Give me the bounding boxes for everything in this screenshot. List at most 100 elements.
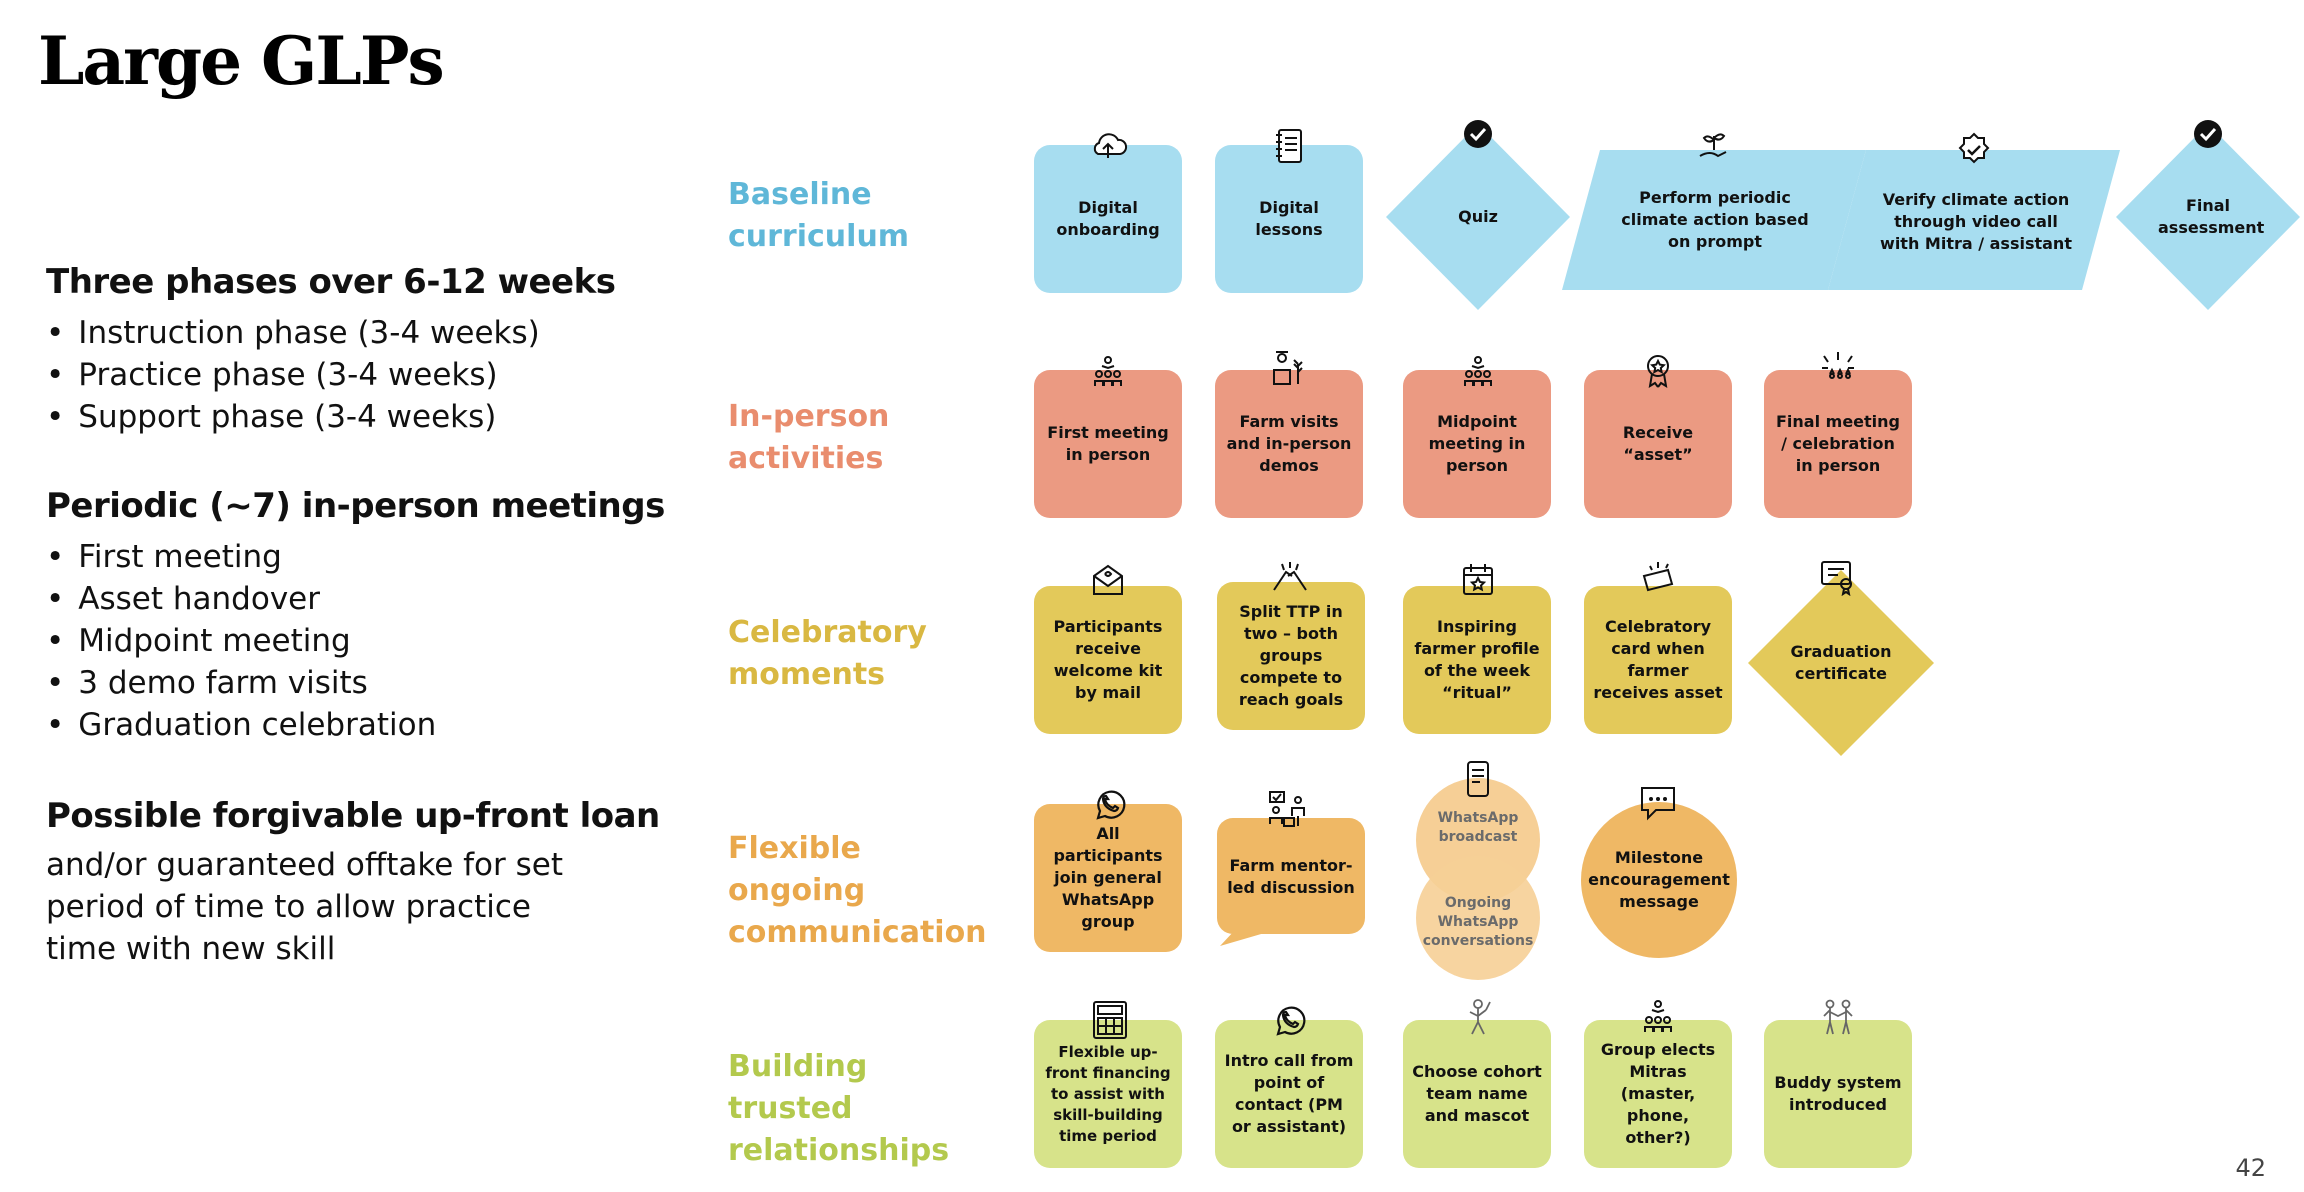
list-item: Practice phase (3-4 weeks) [46,354,615,396]
mentor-icon [1269,791,1305,827]
row-label-baseline: Baseline curriculum [728,177,910,254]
card-label: Quiz [1458,207,1498,226]
verify-parallelogram [1828,150,2120,290]
ongoing-conversations-node: Ongoing WhatsApp conversations [1418,886,1538,958]
checkmark-icon [1464,120,1492,148]
card-label: Verify climate action through video call… [1880,190,2072,253]
envelope-icon [1093,564,1123,595]
card-label: Final meeting / celebration in person [1775,412,1900,475]
cloud-upload-icon [1093,133,1128,158]
card-label: Milestone encouragement message [1588,848,1730,911]
meetings-section: Periodic (~7) in-person meetings First m… [46,486,665,746]
loan-text: and/or guaranteed offtake for set period… [46,847,563,967]
card-label: Ongoing WhatsApp conversations [1422,894,1534,949]
notebook-icon [1276,129,1302,163]
financing-card: Flexible up-front financing to assist wi… [1034,1020,1182,1168]
card-label: Farm mentor-led discussion [1227,856,1355,897]
phone-icon [1467,761,1489,797]
meetings-heading: Periodic (~7) in-person meetings [46,486,665,526]
split-ttp-card: Split TTP in two – both groups compete t… [1217,582,1365,730]
milestone-circle [1581,802,1737,958]
speech-bubble [1217,818,1365,934]
final-assessment-node: Final assessment [2140,180,2276,254]
group-icon [1644,1000,1672,1032]
phases-heading: Three phases over 6-12 weeks [46,262,616,302]
digital-onboarding-card: Digital onboarding [1034,145,1182,293]
farm-icon [1273,351,1303,385]
buddy-icon [1823,999,1853,1035]
list-item: 3 demo farm visits [46,662,665,704]
climate-action-node: Perform periodic climate action based on… [1600,180,1830,260]
card-label: Flexible up-front financing to assist wi… [1045,1042,1171,1145]
verified-badge-icon [1958,132,1990,164]
intro-call-card: Intro call from point of contact (PM or … [1215,1020,1363,1168]
whatsapp-icon [1096,790,1126,820]
milestone-node: Milestone encouragement message [1588,840,1730,920]
quiz-node: Quiz [1398,180,1558,254]
card-label: Final assessment [2158,196,2265,237]
card-label: First meeting in person [1047,423,1169,464]
row-label-flexible: Flexible ongoing communication [728,831,987,950]
final-meeting-card: Final meeting / celebration in person [1764,370,1912,518]
card-label: Graduation certificate [1790,642,1892,683]
midpoint-meeting-card: Midpoint meeting in person [1403,370,1551,518]
phases-section: Three phases over 6-12 weeks Instruction… [46,262,616,438]
quiz-diamond [1386,124,1570,310]
page-title: Large GLPs [38,22,445,100]
row-label-trusted: Building trusted relationships [728,1049,950,1168]
card-label: Perform periodic climate action based on… [1621,188,1809,251]
group-icon [1094,356,1122,386]
first-meeting-card: First meeting in person [1034,370,1182,518]
page-number: 42 [2235,1154,2266,1182]
whatsapp-group-card: All participants join general WhatsApp g… [1034,804,1182,952]
mascot-icon [1469,999,1491,1035]
card-label: Choose cohort team name and mascot [1412,1062,1542,1125]
plant-hand-icon [1699,133,1727,158]
card-label: Digital onboarding [1056,198,1160,239]
loan-section: Possible forgivable up-front loan and/or… [46,796,660,970]
card-label: Split TTP in two – both groups compete t… [1238,602,1344,709]
farm-visits-card: Farm visits and in-person demos [1215,370,1363,518]
card-label: Inspiring farmer profile of the week “ri… [1414,617,1540,702]
list-item: Midpoint meeting [46,620,665,662]
celebration-icon [1822,352,1854,379]
climate-action-parallelogram [1562,150,1866,290]
row-label-celebratory: Celebratory moments [728,615,927,692]
party-card-icon [1642,562,1674,592]
group-elects-card: Group elects Mitras (master, phone, othe… [1584,1020,1732,1168]
chat-icon [1641,787,1675,821]
card-label: Digital lessons [1255,198,1323,239]
receive-asset-card: Receive “asset” [1584,370,1732,518]
whatsapp-icon [1276,1006,1306,1036]
row-label-inperson: In-person activities [728,399,890,476]
celebratory-card: Celebratory card when farmer receives as… [1584,586,1732,734]
mentor-discussion-node: Farm mentor-led discussion [1217,834,1365,920]
list-item: Graduation celebration [46,704,665,746]
list-item: Asset handover [46,578,665,620]
high-five-icon [1273,562,1307,591]
welcome-kit-card: Participants receive welcome kit by mail [1034,586,1182,734]
buddy-system-card: Buddy system introduced [1764,1020,1912,1168]
card-label: Celebratory card when farmer receives as… [1593,617,1723,702]
certificate-icon [1821,561,1852,596]
calendar-star-icon [1463,564,1493,595]
card-label: WhatsApp broadcast [1437,810,1519,845]
card-label: Midpoint meeting in person [1428,412,1526,475]
cohort-name-card: Choose cohort team name and mascot [1403,1020,1551,1168]
graduation-diamond [1748,570,1934,756]
list-item: Instruction phase (3-4 weeks) [46,312,615,354]
card-label: Intro call from point of contact (PM or … [1224,1051,1354,1136]
card-label: All participants join general WhatsApp g… [1053,824,1163,931]
card-label: Buddy system introduced [1774,1073,1902,1114]
whatsapp-broadcast-node: WhatsApp broadcast [1428,800,1528,856]
card-label: Participants receive welcome kit by mail [1053,617,1163,702]
card-label: Farm visits and in-person demos [1226,412,1352,475]
farmer-profile-card: Inspiring farmer profile of the week “ri… [1403,586,1551,734]
list-item: First meeting [46,536,665,578]
calculator-icon [1093,1001,1127,1039]
ongoing-conversations-circle [1416,856,1540,980]
final-assessment-diamond [2116,124,2300,310]
checkmark-icon [2194,120,2222,148]
loan-heading: Possible forgivable up-front loan [46,796,660,836]
